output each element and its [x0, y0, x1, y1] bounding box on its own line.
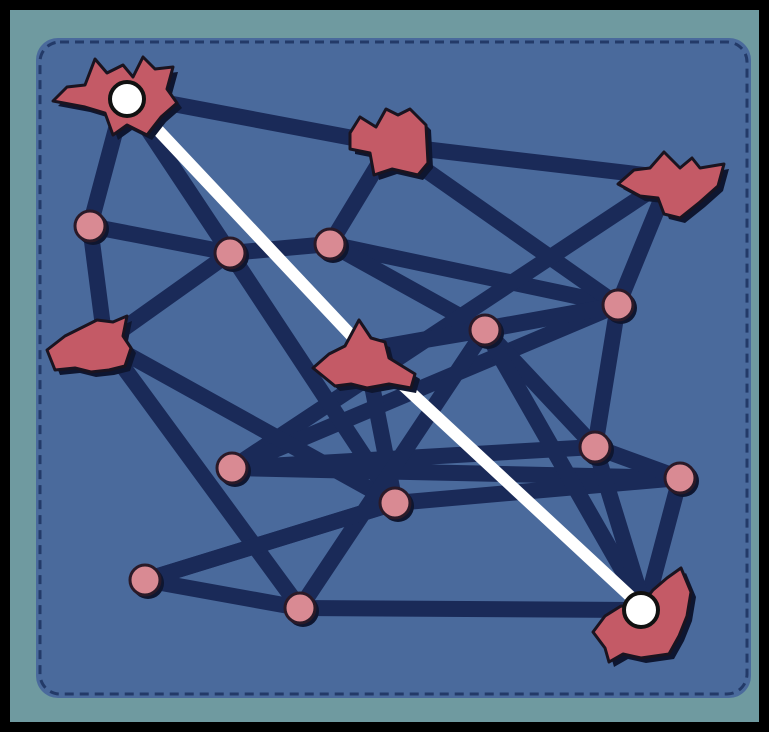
node-dot-icon — [315, 229, 345, 259]
path-k-p[interactable] — [232, 468, 680, 478]
node-dot-icon — [665, 463, 695, 493]
node-dot-icon — [217, 453, 247, 483]
path-o-q[interactable] — [300, 608, 645, 610]
node-dot-icon — [215, 238, 245, 268]
node-dot-icon — [603, 290, 633, 320]
node-dot-icon — [380, 488, 410, 518]
start-marker-icon[interactable] — [110, 82, 144, 116]
node-dot-icon — [580, 432, 610, 462]
node-dot-icon — [285, 593, 315, 623]
node-dot-icon — [470, 315, 500, 345]
node-dot-icon — [130, 565, 160, 595]
end-marker-icon[interactable] — [624, 593, 658, 627]
node-dot-icon — [75, 211, 105, 241]
